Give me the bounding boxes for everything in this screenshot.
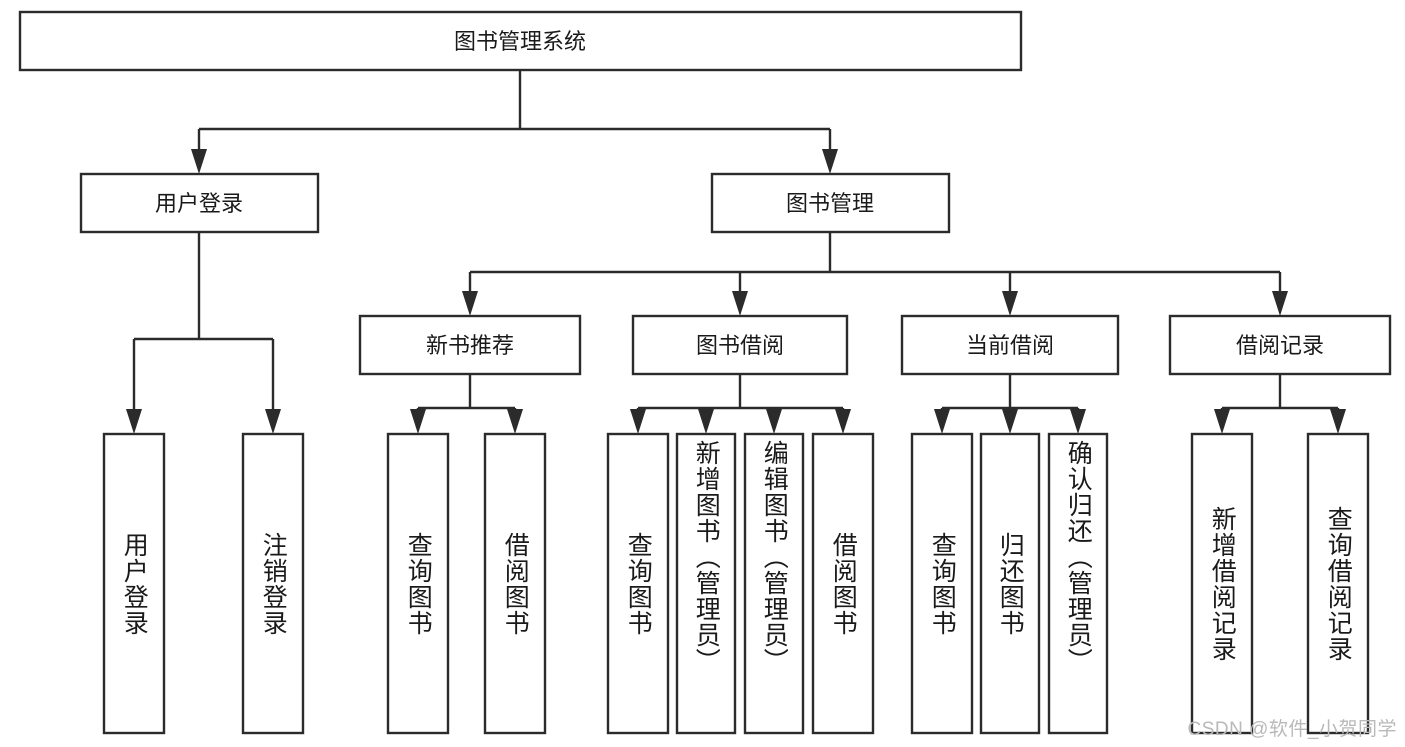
leaf-borrow-book-1-label: 借阅图书 — [501, 531, 530, 636]
leaf-query-book-2[interactable]: 查询图书 — [606, 432, 670, 735]
arrowhead-borrow-record — [1272, 291, 1288, 316]
leaf-borrow-book-2-label: 借阅图书 — [829, 531, 858, 636]
node-book-management-box[interactable] — [710, 172, 951, 234]
arrowhead-book-mgmt — [822, 149, 838, 174]
arrowhead-leaf-query-book-3 — [934, 409, 950, 434]
node-new-book-recommend-box[interactable] — [358, 314, 582, 376]
node-current-borrow-label: 当前借阅 — [966, 333, 1054, 358]
arrowhead-leaf-confirm-return — [1070, 409, 1086, 434]
leaf-return-book-label: 归还图书 — [996, 531, 1025, 636]
leaf-borrow-book-1-box[interactable] — [483, 432, 547, 735]
node-new-book-recommend[interactable]: 新书推荐 — [358, 314, 582, 376]
arrowhead-leaf-query-record — [1330, 409, 1346, 434]
leaf-query-book-3-label: 查询图书 — [928, 531, 957, 636]
leaf-edit-book-label: 编辑图书（管理员） — [760, 440, 789, 674]
leaf-logout-box[interactable] — [241, 432, 305, 735]
node-borrow-record-label: 借阅记录 — [1236, 333, 1324, 358]
arrowhead-leaf-query-book-2 — [630, 409, 646, 434]
leaf-user-login[interactable]: 用户登录 — [102, 432, 166, 735]
leaf-borrow-book-2-box[interactable] — [811, 432, 875, 735]
leaf-query-record-label: 查询借阅记录 — [1324, 505, 1353, 662]
leaf-edit-book-box[interactable] — [743, 432, 805, 735]
arrowhead-leaf-query-book-1 — [410, 409, 426, 434]
arrowhead-leaf-edit-book — [766, 409, 782, 434]
leaf-confirm-return[interactable]: 确认归还（管理员） — [1047, 432, 1109, 735]
node-book-management-label: 图书管理 — [786, 191, 874, 216]
leaf-confirm-return-box[interactable] — [1047, 432, 1109, 735]
arrowhead-leaf-logout — [265, 409, 281, 434]
leaf-query-book-1[interactable]: 查询图书 — [386, 432, 450, 735]
leaf-user-login-label: 用户登录 — [120, 531, 149, 636]
node-root-label: 图书管理系统 — [454, 29, 586, 54]
node-user-login[interactable]: 用户登录 — [79, 172, 320, 234]
node-book-borrow-label: 图书借阅 — [696, 333, 784, 358]
node-root[interactable]: 图书管理系统 — [18, 10, 1023, 72]
node-current-borrow-box[interactable] — [900, 314, 1120, 376]
arrowhead-book-borrow — [732, 291, 748, 316]
leaf-return-book-box[interactable] — [979, 432, 1041, 735]
node-root-box[interactable] — [18, 10, 1023, 72]
leaf-query-record-box[interactable] — [1306, 432, 1370, 735]
arrowhead-user-login — [191, 149, 207, 174]
node-borrow-record[interactable]: 借阅记录 — [1168, 314, 1392, 376]
leaf-add-record[interactable]: 新增借阅记录 — [1190, 432, 1254, 735]
node-user-login-box[interactable] — [79, 172, 320, 234]
arrowhead-current-borrow — [1002, 291, 1018, 316]
leaf-query-book-2-label: 查询图书 — [624, 531, 653, 636]
leaf-query-record[interactable]: 查询借阅记录 — [1306, 432, 1370, 735]
leaf-query-book-3[interactable]: 查询图书 — [910, 432, 974, 735]
arrowhead-leaf-return-book — [1002, 409, 1018, 434]
arrowhead-leaf-user-login — [126, 409, 142, 434]
leaf-logout[interactable]: 注销登录 — [241, 432, 305, 735]
arrowhead-leaf-add-record — [1214, 409, 1230, 434]
node-book-management[interactable]: 图书管理 — [710, 172, 951, 234]
arrowhead-leaf-borrow-book-2 — [835, 409, 851, 434]
leaf-add-record-box[interactable] — [1190, 432, 1254, 735]
node-new-book-recommend-label: 新书推荐 — [426, 333, 514, 358]
leaf-query-book-1-label: 查询图书 — [404, 531, 433, 636]
leaf-query-book-3-box[interactable] — [910, 432, 974, 735]
arrowhead-leaf-borrow-book-1 — [507, 409, 523, 434]
node-borrow-record-box[interactable] — [1168, 314, 1392, 376]
leaf-add-record-label: 新增借阅记录 — [1208, 505, 1237, 662]
node-user-login-label: 用户登录 — [155, 191, 243, 216]
leaf-return-book[interactable]: 归还图书 — [979, 432, 1041, 735]
leaf-confirm-return-label: 确认归还（管理员） — [1064, 440, 1093, 674]
leaf-query-book-2-box[interactable] — [606, 432, 670, 735]
leaf-borrow-book-1[interactable]: 借阅图书 — [483, 432, 547, 735]
leaf-borrow-book-2[interactable]: 借阅图书 — [811, 432, 875, 735]
node-current-borrow[interactable]: 当前借阅 — [900, 314, 1120, 376]
node-book-borrow[interactable]: 图书借阅 — [631, 314, 849, 376]
leaf-add-book-box[interactable] — [675, 432, 737, 735]
leaf-edit-book[interactable]: 编辑图书（管理员） — [743, 432, 805, 735]
node-book-borrow-box[interactable] — [631, 314, 849, 376]
leaf-add-book-label: 新增图书（管理员） — [692, 440, 721, 674]
leaf-logout-label: 注销登录 — [259, 531, 288, 636]
arrowhead-leaf-add-book — [698, 409, 714, 434]
leaf-add-book[interactable]: 新增图书（管理员） — [675, 432, 737, 735]
arrowhead-new-book-recommend — [462, 291, 478, 316]
leaf-user-login-box[interactable] — [102, 432, 166, 735]
leaf-query-book-1-box[interactable] — [386, 432, 450, 735]
